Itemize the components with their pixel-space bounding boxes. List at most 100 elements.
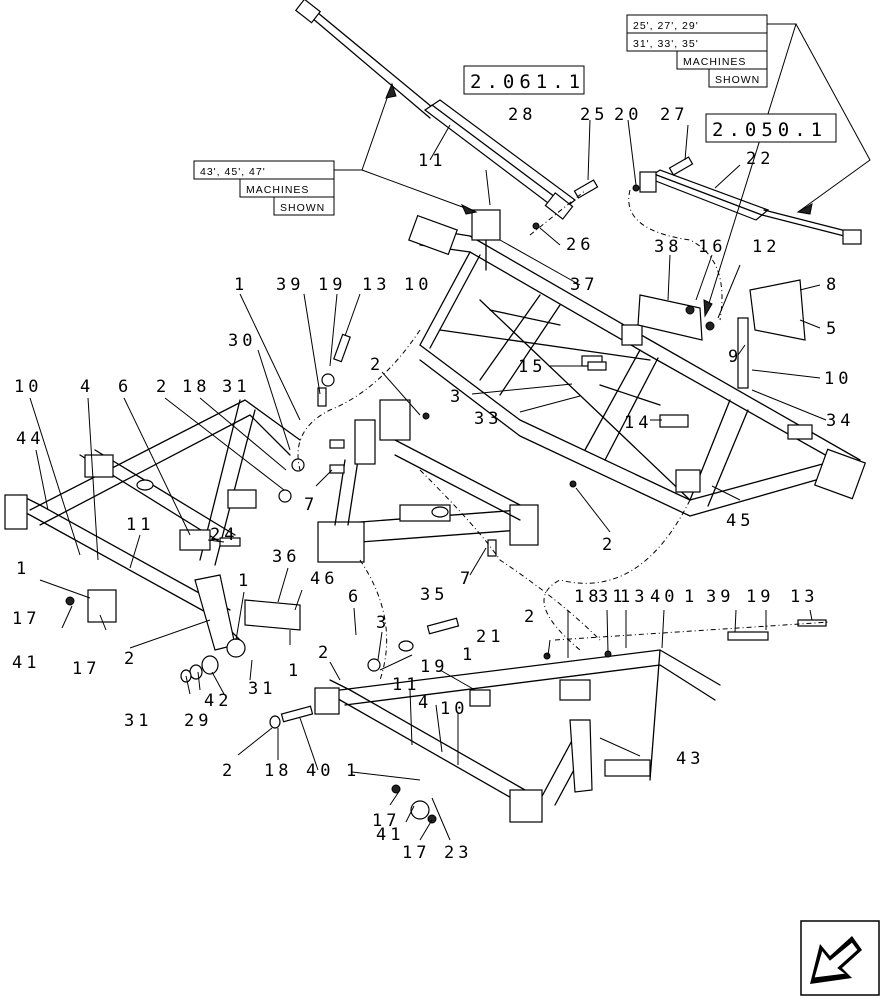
callout-39b: 39 (706, 587, 734, 607)
center-frame (408, 209, 867, 517)
callout-31b: 31 (598, 587, 626, 607)
callout-4b: 4 (418, 693, 432, 713)
lower-center-assembly-35 (317, 399, 539, 563)
callout-36: 36 (272, 547, 300, 567)
callout-30: 30 (228, 331, 256, 351)
callout-3b: 3 (376, 613, 390, 633)
callout-2a: 2 (370, 355, 384, 375)
note-large-line1: 43', 45', 47' (200, 166, 266, 178)
callout-29: 29 (184, 711, 212, 731)
callout-5: 5 (826, 319, 840, 339)
callout-43: 43 (676, 749, 704, 769)
callout-8: 8 (826, 275, 840, 295)
note-large-line3: SHOWN (280, 202, 325, 214)
callout-10d: 10 (440, 699, 468, 719)
callout-1e: 1 (462, 645, 476, 665)
callout-9: 9 (728, 347, 742, 367)
callout-1c: 1 (16, 559, 30, 579)
callout-18a: 18 (182, 377, 210, 397)
callout-33: 33 (474, 409, 502, 429)
note-small-line4: SHOWN (715, 74, 760, 86)
callout-6b: 6 (348, 587, 362, 607)
callout-1f: 1 (288, 661, 302, 681)
callout-11c: 11 (392, 675, 420, 695)
callout-17a: 17 (12, 609, 40, 629)
callout-21: 21 (476, 627, 504, 647)
callout-17d: 17 (402, 843, 430, 863)
plates-and-brackets (244, 279, 806, 631)
callout-12: 12 (752, 237, 780, 257)
callout-14: 14 (624, 413, 652, 433)
callout-11b: 11 (126, 515, 154, 535)
callout-18c: 18 (264, 761, 292, 781)
hydraulic-cylinder-28 (294, 0, 576, 220)
callout-27: 27 (660, 105, 688, 125)
callout-34: 34 (826, 411, 854, 431)
note-large-machines: 43', 45', 47' MACHINES SHOWN (193, 82, 478, 216)
callout-2g: 2 (222, 761, 236, 781)
callout-17c: 17 (372, 811, 400, 831)
callout-13b: 13 (620, 587, 648, 607)
ref-a-text: 2.061.1 (470, 71, 585, 93)
callout-1d: 1 (684, 587, 698, 607)
callout-19b: 19 (746, 587, 774, 607)
callout-16: 16 (698, 237, 726, 257)
callout-15: 15 (518, 357, 546, 377)
callout-46: 46 (310, 569, 338, 589)
callout-11a: 11 (418, 151, 446, 171)
callout-2b: 2 (156, 377, 170, 397)
callout-40b: 40 (306, 761, 334, 781)
callout-2d: 2 (124, 649, 138, 669)
note-small-line1: 25', 27', 29' (633, 20, 699, 32)
callout-24: 24 (210, 525, 238, 545)
callout-19c: 19 (420, 657, 448, 677)
callout-31a: 31 (222, 377, 250, 397)
callout-44: 44 (16, 429, 44, 449)
callout-7a: 7 (304, 495, 318, 515)
callout-7b: 7 (460, 569, 474, 589)
note-large-line2: MACHINES (246, 184, 309, 196)
callout-2c: 2 (602, 535, 616, 555)
callout-28: 28 (508, 105, 536, 125)
assembly-dash-lines (297, 189, 831, 681)
left-wing-frame-44 (4, 399, 301, 658)
right-wing-frame-43 (314, 649, 721, 823)
callout-20: 20 (614, 105, 642, 125)
callout-39a: 39 (276, 275, 304, 295)
callout-31d: 31 (124, 711, 152, 731)
callout-1g: 1 (346, 761, 360, 781)
note-small-line2: 31', 33', 35' (633, 38, 699, 50)
callout-1a: 1 (234, 275, 248, 295)
callout-3a: 3 (450, 387, 464, 407)
callout-13c: 13 (790, 587, 818, 607)
ref-box-b: 2.050.1 (705, 113, 837, 143)
callout-19a: 19 (318, 275, 346, 295)
callout-41a: 41 (12, 653, 40, 673)
callout-26: 26 (566, 235, 594, 255)
callout-42: 42 (204, 691, 232, 711)
callout-2e: 2 (318, 643, 332, 663)
callout-10a: 10 (824, 369, 852, 389)
note-small-line3: MACHINES (683, 56, 746, 68)
callout-10b: 10 (404, 275, 432, 295)
callout-41b: 41 (376, 825, 404, 845)
nav-arrow-icon[interactable] (800, 920, 880, 996)
ref-box-a: 2.061.1 (463, 65, 585, 95)
ref-b-text: 2.050.1 (712, 119, 827, 141)
callout-31c: 31 (248, 679, 276, 699)
callout-1b: 1 (238, 571, 252, 591)
callout-10c: 10 (14, 377, 42, 397)
callout-23: 23 (444, 843, 472, 863)
callout-6a: 6 (118, 377, 132, 397)
callout-25: 25 (580, 105, 608, 125)
callout-numbers: 28 25 20 27 22 11 26 37 38 16 12 8 5 9 1… (12, 105, 854, 863)
callout-35: 35 (420, 585, 448, 605)
hydraulic-cylinder-22 (639, 169, 862, 245)
callout-37: 37 (570, 275, 598, 295)
callout-13a: 13 (362, 275, 390, 295)
leader-lines (29, 119, 827, 841)
callout-17b: 17 (72, 659, 100, 679)
callout-4a: 4 (80, 377, 94, 397)
fasteners (65, 156, 827, 824)
